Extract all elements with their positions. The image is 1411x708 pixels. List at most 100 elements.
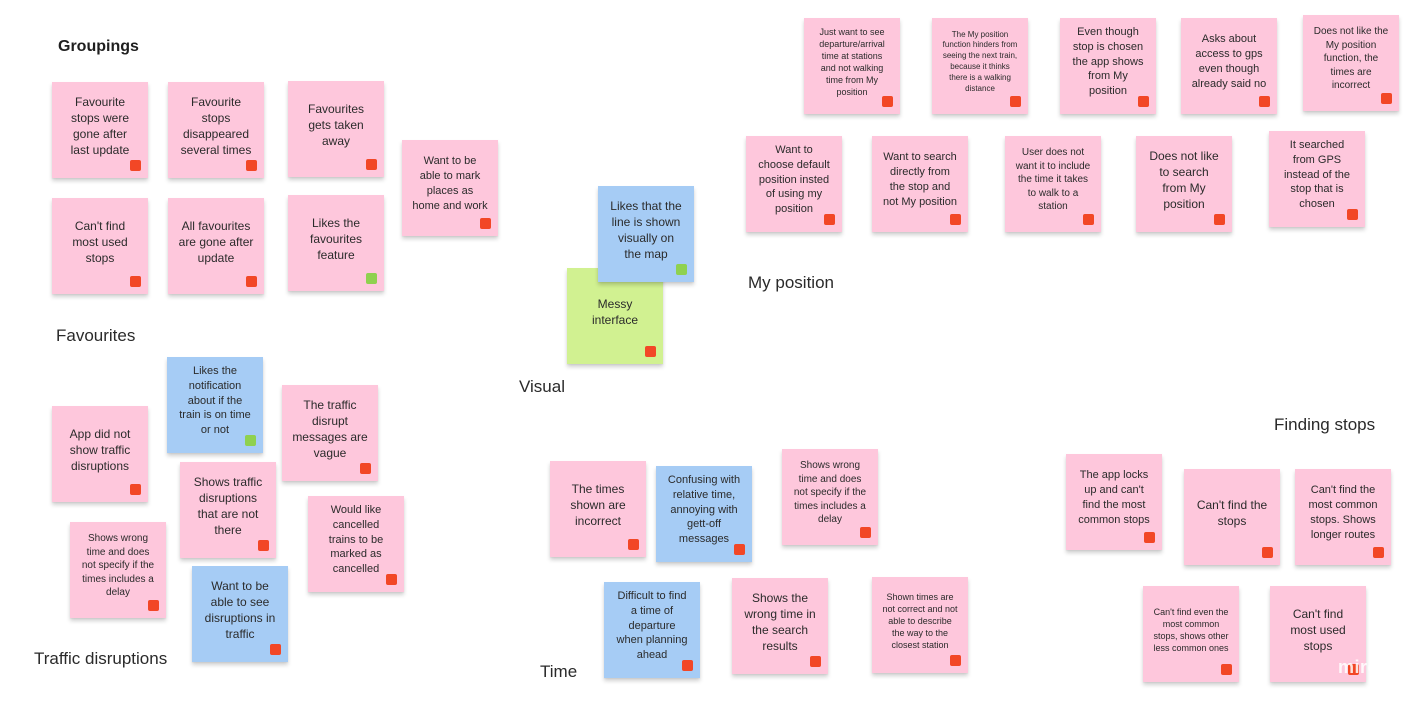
sticky-note[interactable]: The My position function hinders from se… [932,18,1028,114]
sticky-note[interactable]: Shows wrong time and does not specify if… [782,449,878,545]
sticky-note-text: Shows the wrong time in the search resul… [744,590,816,654]
sticky-note-text: The times shown are incorrect [570,481,626,529]
sticky-note-text: Does not like the My position function, … [1313,26,1389,92]
sticky-note[interactable]: Can't find even the most common stops, s… [1143,586,1239,682]
sticky-note[interactable]: Likes the favourites feature [288,195,384,291]
sticky-note-text: Does not like to search from My position [1149,148,1219,212]
red-tag-icon [1138,96,1149,107]
sticky-note[interactable]: Can't find most used stops [1270,586,1366,682]
sticky-note-text: It searched from GPS instead of the stop… [1283,138,1351,211]
sticky-note-text: Want to choose default position insted o… [758,143,830,216]
sticky-note[interactable]: Favourite stops were gone after last upd… [52,82,148,178]
sticky-note-text: Want to search directly from the stop an… [883,151,957,208]
sticky-note-text: Just want to see departure/arrival time … [819,26,885,98]
sticky-note[interactable]: Likes that the line is shown visually on… [598,186,694,282]
sticky-note[interactable]: Can't find the stops [1184,469,1280,565]
sticky-note-text: Messy interface [591,296,639,327]
red-tag-icon [366,159,377,170]
sticky-note[interactable]: Shown times are not correct and not able… [872,577,968,673]
sticky-note[interactable]: Even though stop is chosen the app shows… [1060,18,1156,114]
sticky-note-text: Can't find most used stops [1290,606,1346,654]
red-tag-icon [360,463,371,474]
sticky-note[interactable]: The app locks up and can't find the most… [1066,454,1162,550]
group-label-my-position: My position [748,273,834,292]
sticky-note[interactable]: Want to search directly from the stop an… [872,136,968,232]
sticky-note-text: Difficult to find a time of departure wh… [616,589,688,662]
green-tag-icon [676,264,687,275]
red-tag-icon [1348,664,1359,675]
red-tag-icon [270,644,281,655]
sticky-note[interactable]: Messy interface [567,268,663,364]
sticky-note[interactable]: Can't find the most common stops. Shows … [1295,469,1391,565]
red-tag-icon [1347,209,1358,220]
sticky-note[interactable]: It searched from GPS instead of the stop… [1269,131,1365,227]
sticky-note-text: User does not want it to include the tim… [1015,147,1091,213]
sticky-note[interactable]: Want to choose default position insted o… [746,136,842,232]
red-tag-icon [130,276,141,287]
sticky-note[interactable]: Favourites gets taken away [288,81,384,177]
sticky-note[interactable]: Confusing with relative time, annoying w… [656,466,752,562]
sticky-note[interactable]: Just want to see departure/arrival time … [804,18,900,114]
sticky-note[interactable]: Can't find most used stops [52,198,148,294]
sticky-note-text: Likes that the line is shown visually on… [610,198,682,262]
sticky-note-text: Shows traffic disruptions that are not t… [193,474,263,538]
red-tag-icon [130,160,141,171]
red-tag-icon [860,527,871,538]
sticky-note[interactable]: Shows traffic disruptions that are not t… [180,462,276,558]
red-tag-icon [950,655,961,666]
sticky-note-text: Want to be able to see disruptions in tr… [204,578,276,642]
sticky-note[interactable]: The times shown are incorrect [550,461,646,557]
group-label-visual: Visual [519,377,565,396]
sticky-note-text: Want to be able to mark places as home a… [412,155,488,212]
sticky-note-text: Likes the notification about if the trai… [179,364,251,437]
sticky-note[interactable]: The traffic disrupt messages are vague [282,385,378,481]
group-label-finding-stops: Finding stops [1274,415,1376,434]
sticky-note[interactable]: Likes the notification about if the trai… [167,357,263,453]
red-tag-icon [734,544,745,555]
red-tag-icon [810,656,821,667]
red-tag-icon [882,96,893,107]
sticky-note-text: Asks about access to gps even though alr… [1191,33,1267,90]
group-label-traffic-disruptions: Traffic disruptions [34,649,168,668]
red-tag-icon [480,218,491,229]
red-tag-icon [1214,214,1225,225]
sticky-note-text: Even though stop is chosen the app shows… [1072,25,1144,98]
sticky-note-text: Can't find the stops [1196,497,1268,528]
sticky-note[interactable]: Does not like the My position function, … [1303,15,1399,111]
sticky-note[interactable]: App did not show traffic disruptions [52,406,148,502]
sticky-note[interactable]: Shows wrong time and does not specify if… [70,522,166,618]
sticky-note-text: Favourite stops disappeared several time… [180,94,252,158]
sticky-note-text: Would like cancelled trains to be marked… [328,503,384,576]
sticky-note[interactable]: Asks about access to gps even though alr… [1181,18,1277,114]
red-tag-icon [130,484,141,495]
board-title: Groupings [58,38,139,55]
red-tag-icon [645,346,656,357]
red-tag-icon [1221,664,1232,675]
sticky-note[interactable]: User does not want it to include the tim… [1005,136,1101,232]
sticky-note[interactable]: Want to be able to mark places as home a… [402,140,498,236]
sticky-note-text: The traffic disrupt messages are vague [292,397,368,461]
red-tag-icon [1144,532,1155,543]
red-tag-icon [682,660,693,671]
sticky-note[interactable]: Favourite stops disappeared several time… [168,82,264,178]
red-tag-icon [1010,96,1021,107]
sticky-note-text: Can't find the most common stops. Shows … [1308,484,1378,541]
sticky-note[interactable]: Difficult to find a time of departure wh… [604,582,700,678]
sticky-note[interactable]: Would like cancelled trains to be marked… [308,496,404,592]
green-tag-icon [245,435,256,446]
miro-watermark: miro [1337,657,1379,677]
sticky-note[interactable]: All favourites are gone after update [168,198,264,294]
red-tag-icon [1262,547,1273,558]
green-tag-icon [366,273,377,284]
sticky-note-text: Confusing with relative time, annoying w… [667,473,741,546]
sticky-note[interactable]: Does not like to search from My position [1136,136,1232,232]
red-tag-icon [386,574,397,585]
red-tag-icon [950,214,961,225]
red-tag-icon [1373,547,1384,558]
group-label-favourites: Favourites [56,326,136,345]
sticky-note[interactable]: Want to be able to see disruptions in tr… [192,566,288,662]
red-tag-icon [1381,93,1392,104]
sticky-note-text: Shows wrong time and does not specify if… [81,533,155,599]
sticky-note[interactable]: Shows the wrong time in the search resul… [732,578,828,674]
